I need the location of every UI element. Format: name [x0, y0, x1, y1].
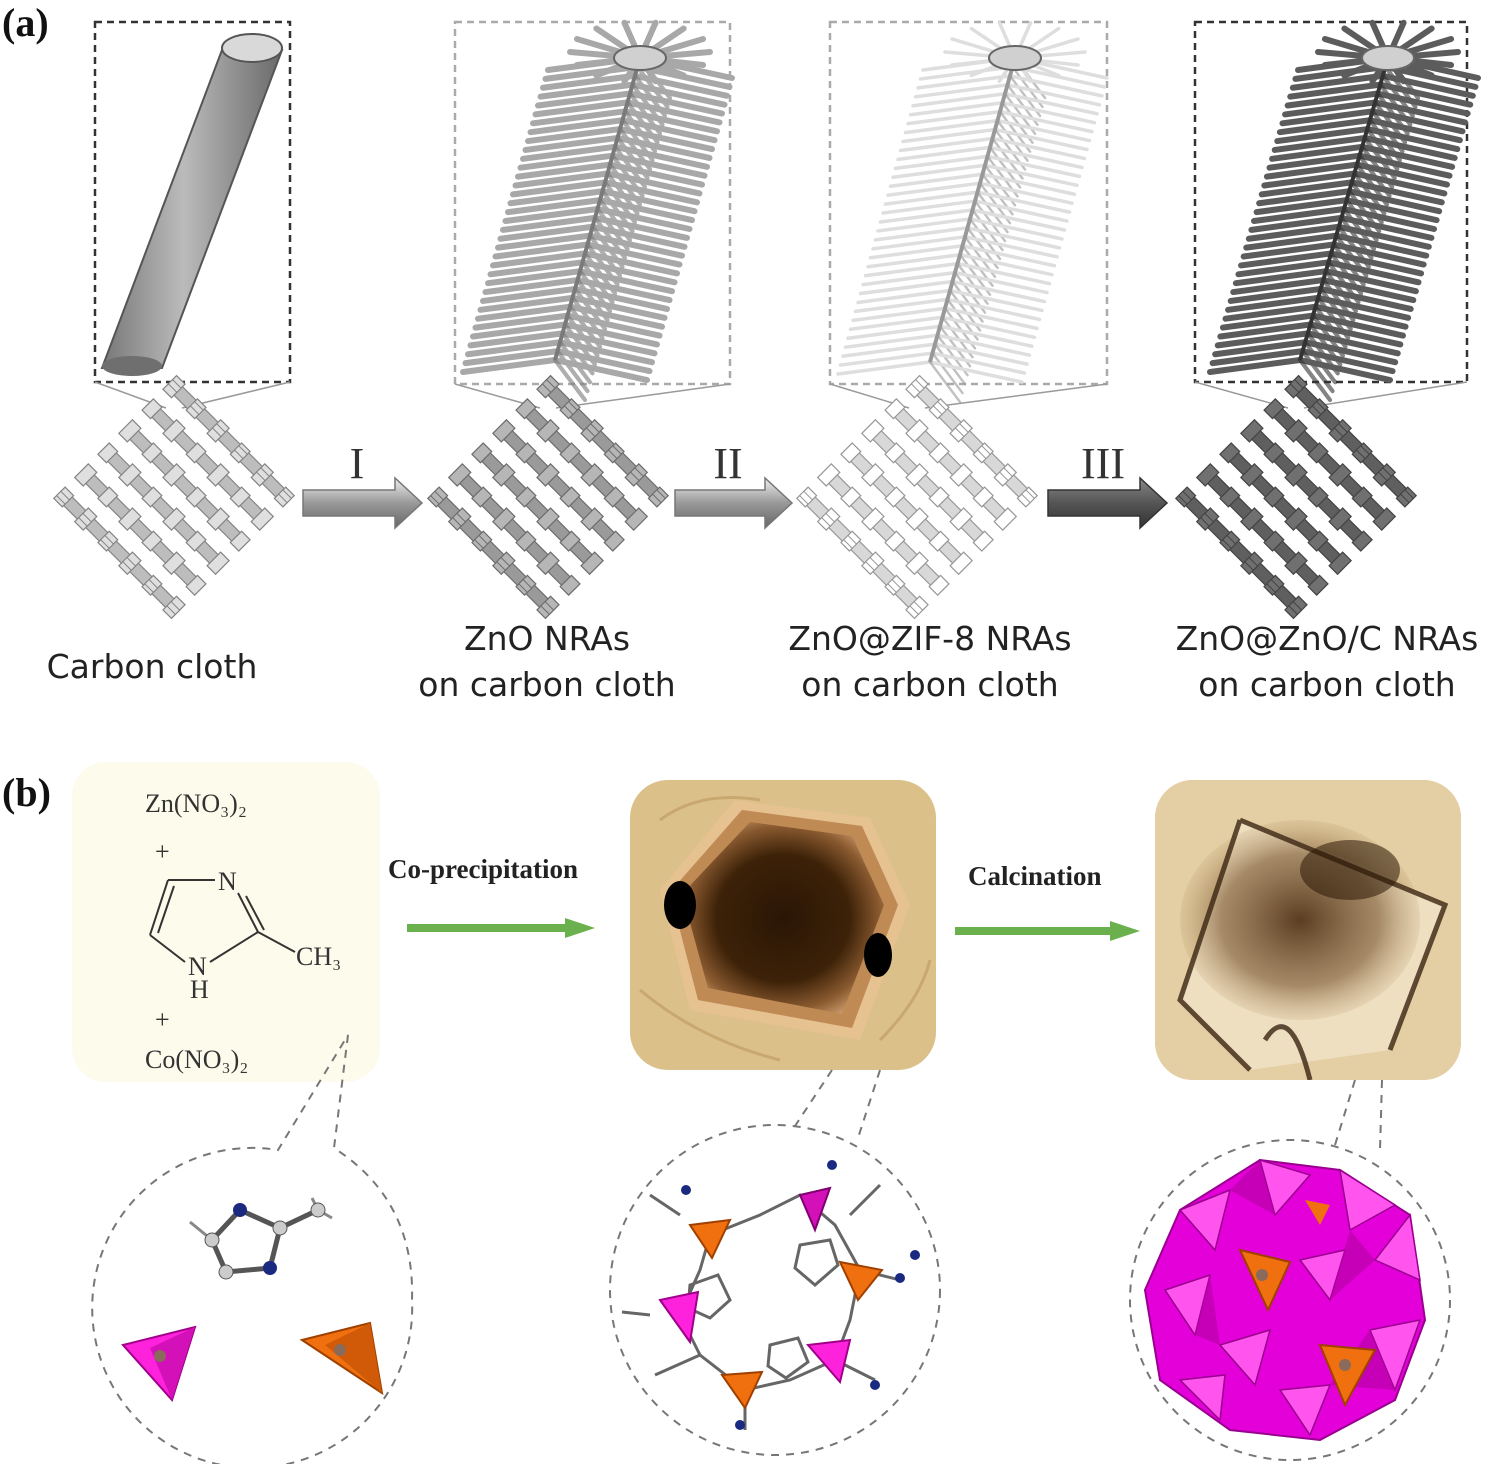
spinel-oxide-model — [1143, 1158, 1427, 1442]
zif-crystal-image — [630, 780, 936, 1070]
carbon-fiber-cylinder — [100, 33, 284, 376]
step-label-calcination: Calcination — [968, 861, 1102, 891]
reagent-plus-2: + — [155, 1005, 170, 1034]
znoc-cloth-mesh — [1174, 374, 1418, 620]
reagent-box — [72, 762, 380, 1082]
step-label-3: III — [1081, 439, 1125, 488]
methyl-group-label: CH₃ — [296, 942, 341, 971]
stage-caption-carbon-cloth: Carbon cloth — [47, 647, 258, 686]
step-label-coprecipitation: Co-precipitation — [388, 854, 578, 884]
coprecipitation-arrow — [407, 918, 595, 938]
step-arrow-3 — [1047, 476, 1169, 530]
zif8-cloth-mesh — [795, 374, 1039, 620]
zno-cloth-mesh — [426, 374, 670, 620]
inset-group — [93, 20, 1469, 409]
stage-caption-zif8-line1: ZnO@ZIF-8 NRAs — [788, 619, 1071, 658]
step-arrow-2 — [674, 476, 794, 530]
stage-caption-znoc-line2: on carbon cloth — [1198, 665, 1455, 704]
zif8-nanorod-brush — [836, 21, 1109, 404]
panel-b-label: (b) — [2, 770, 51, 815]
znoc-nanorod-brush — [1207, 19, 1481, 403]
ligand-molecule-model — [189, 1197, 333, 1280]
ring-hydrogen: H — [190, 975, 209, 1004]
step-arrow-1 — [302, 476, 424, 530]
zno-nanorod-brush — [460, 19, 735, 403]
callout-lines — [91, 1034, 1451, 1464]
cobalt-tetrahedron — [121, 1325, 197, 1402]
reagent-plus-1: + — [155, 837, 170, 866]
imidazole-ring-structure — [149, 879, 296, 963]
stage-caption-zno-line2: on carbon cloth — [418, 665, 675, 704]
ring-nitrogen-bottom: N — [188, 952, 207, 981]
step-label-2: II — [713, 439, 742, 488]
panel-a-label: (a) — [2, 0, 49, 45]
stage-caption-zif8-line2: on carbon cloth — [801, 665, 1058, 704]
zinc-tetrahedron — [299, 1321, 384, 1396]
ring-nitrogen-top: N — [218, 867, 237, 896]
stage-caption-znoc-line1: ZnO@ZnO/C NRAs — [1176, 619, 1479, 658]
calcined-product-image — [1155, 780, 1461, 1080]
zif-framework-model — [621, 1160, 920, 1430]
calcination-arrow — [955, 921, 1140, 941]
reagent-co-nitrate: Co(NO₃)₂ — [145, 1045, 248, 1074]
cloth-group — [52, 374, 1418, 620]
reagent-zn-nitrate: Zn(NO₃)₂ — [145, 789, 247, 818]
stage-caption-zno-line1: ZnO NRAs — [464, 619, 630, 658]
carbon-cloth-mesh — [52, 374, 296, 620]
step-label-1: I — [350, 439, 365, 488]
